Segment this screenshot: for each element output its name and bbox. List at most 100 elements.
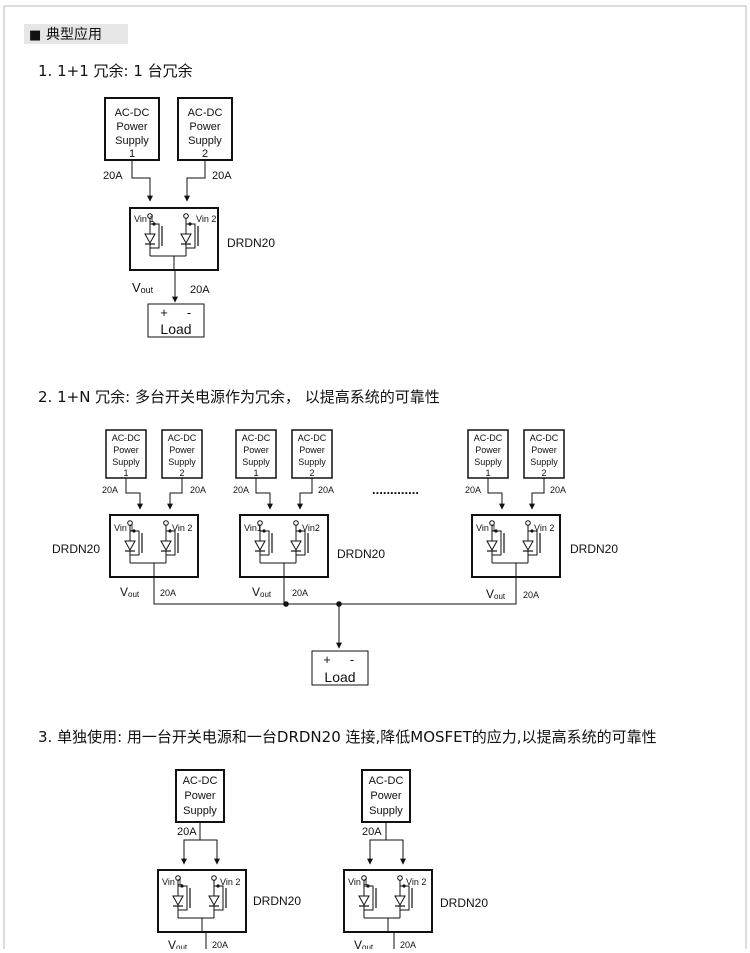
psu-number: 2 (202, 148, 208, 160)
psu-label: Supply (369, 805, 403, 817)
vout-sub: out (362, 943, 374, 949)
current-label: 20A (465, 485, 481, 495)
psu-number: 1 (123, 468, 128, 478)
psu-label: Power (184, 790, 216, 802)
psu-label: Supply (115, 135, 149, 147)
psu-label: AC-DC (530, 433, 559, 443)
diode-symbol (394, 895, 406, 907)
load-box (311, 650, 369, 686)
diode-symbol (254, 540, 266, 552)
vout-label: Vout (168, 938, 188, 949)
load-plus: + (323, 652, 331, 667)
module-label: DRDN20 (227, 236, 275, 250)
module-label: DRDN20 (337, 547, 385, 561)
psu-number: 2 (541, 468, 546, 478)
vin1-label: Vin 1 (162, 877, 182, 887)
vout-main: V (120, 585, 128, 599)
junction-dot (530, 529, 534, 533)
psu-box (175, 769, 225, 823)
psu-label: Supply (298, 457, 326, 467)
vin2-label: Vin 2 (196, 214, 216, 224)
module-internals (254, 520, 309, 577)
input-wire (255, 478, 273, 510)
load-minus: - (350, 652, 354, 667)
header-title: 典型应用 (46, 26, 102, 43)
vout-sub: out (494, 592, 506, 601)
junction-dot (188, 222, 192, 226)
ellipsis-dots: ............. (372, 482, 419, 497)
vout-label: Vout (486, 587, 506, 601)
psu-box (104, 97, 160, 161)
input-wire (181, 822, 201, 865)
junction-dot (298, 529, 302, 533)
current-label: 20A (190, 485, 206, 495)
psu-label: Power (189, 121, 221, 133)
junction-dot (132, 529, 136, 533)
current-label: 20A (160, 588, 176, 598)
vout-sub: out (260, 590, 272, 599)
current-label: 20A (190, 284, 210, 296)
input-wire (487, 478, 505, 510)
psu-label: Supply (112, 457, 140, 467)
current-label: 20A (177, 826, 197, 838)
junction-dot (366, 884, 370, 888)
vin-terminal (293, 520, 299, 526)
input-wire (167, 478, 183, 510)
header-tab (24, 24, 128, 44)
psu-label: AC-DC (242, 433, 271, 443)
psu-label: AC-DC (112, 433, 141, 443)
input-wire (297, 478, 313, 510)
psu-box (467, 429, 509, 479)
section-2-diagram: AC-DC Power Supply 1 AC-DC Power Supply … (52, 429, 618, 686)
psu-label: AC-DC (369, 775, 404, 787)
diode-symbol (522, 540, 534, 552)
input-wire (184, 160, 206, 202)
input-wire (386, 839, 406, 865)
junction-dot (494, 529, 498, 533)
vin2-label: Vin2 (302, 523, 320, 533)
vout-sub: out (176, 943, 188, 949)
psu-box (161, 429, 203, 479)
psu-number: 1 (253, 468, 258, 478)
vin-terminal (397, 875, 403, 881)
diode-symbol (486, 540, 498, 552)
psu-label: AC-DC (474, 433, 503, 443)
module-internals (124, 520, 179, 577)
diode-symbol (144, 233, 156, 245)
psu-label: AC-DC (298, 433, 327, 443)
module-internals (358, 875, 413, 932)
diode-symbol (290, 540, 302, 552)
psu-box (291, 429, 333, 479)
input-wire (529, 478, 545, 510)
diode-symbol (180, 233, 192, 245)
junction-dot (262, 529, 266, 533)
vin-terminal (163, 520, 169, 526)
vin-terminal (211, 875, 217, 881)
vout-main: V (132, 280, 141, 295)
current-label: 20A (212, 940, 228, 949)
junction-dot (168, 529, 172, 533)
psu-label: AC-DC (188, 107, 223, 119)
psu-label: Power (370, 790, 402, 802)
vout-sub: out (141, 285, 154, 295)
psu-number: 2 (179, 468, 184, 478)
psu-number: 1 (485, 468, 490, 478)
vout-main: V (168, 938, 176, 949)
vin2-label: Vin 2 (534, 523, 554, 533)
vin2-label: Vin 2 (406, 877, 426, 887)
section-1-diagram: AC-DC Power Supply 1 AC-DC Power Supply … (103, 97, 275, 338)
current-label: 20A (400, 940, 416, 949)
psu-number: 1 (129, 148, 135, 160)
module-label: DRDN20 (253, 894, 301, 908)
psu-label: Power (531, 445, 557, 455)
current-label: 20A (318, 485, 334, 495)
module-internals (172, 875, 227, 932)
output-bus (153, 577, 517, 605)
section-3-diagram: AC-DC Power Supply 20A Vin 1 Vin 2 DRDN2… (157, 769, 488, 952)
vin2-label: Vin 2 (172, 523, 192, 533)
section-2-title: 2. 1+N 冗余: 多台开关电源作为冗余， 以提高系统的可靠性 (38, 388, 440, 406)
module-internals (144, 213, 199, 270)
module-label: DRDN20 (52, 542, 100, 556)
psu-label: Power (243, 445, 269, 455)
